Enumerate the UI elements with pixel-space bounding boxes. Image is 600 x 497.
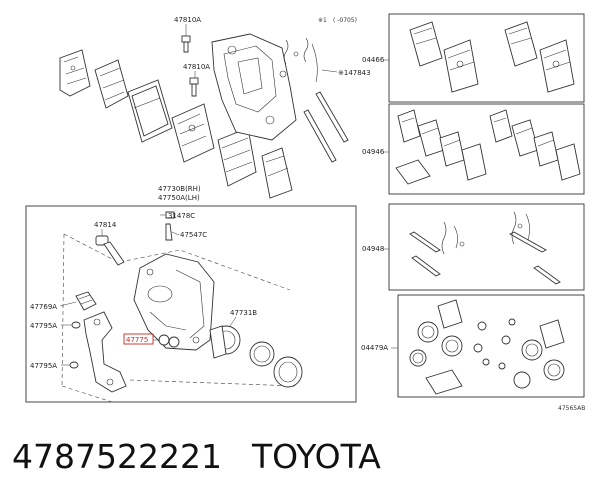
brake-pad-upper-left: [127, 79, 173, 143]
label-47775: 47775: [126, 336, 148, 344]
label-47810a-top: 47810A: [174, 16, 201, 24]
exploded-parts-diagram: ※1 ( -0705): [25, 13, 585, 412]
piston-47731b: [209, 325, 241, 359]
label-147843: ※147843: [338, 69, 371, 77]
caliper-assembly-frame: [25, 205, 357, 403]
label-kit-04946: 04946: [362, 148, 385, 156]
pin-boot-47769a: [75, 291, 97, 311]
label-47810a-mid: 47810A: [183, 63, 210, 71]
kit-frame-04946: [388, 103, 585, 195]
guide-pins-upper: [283, 37, 349, 163]
kit-frame-04948: [388, 203, 585, 291]
caliper-body: [133, 253, 215, 351]
label-31478c: 31478C: [168, 212, 195, 220]
piston-seal-ring: [249, 341, 275, 367]
label-kit-04948: 04948: [362, 245, 384, 253]
caliper-assembly: 31478C 47547C 47814 47769A 47795A 47795A…: [30, 211, 303, 403]
label-47547c: 47547C: [180, 231, 207, 239]
label-47795a-1: 47795A: [30, 322, 57, 330]
caliper-mounting-bracket: [83, 311, 127, 393]
kit-04466-pads: [409, 21, 575, 93]
kit-04946-shims: [395, 109, 581, 185]
part-caption: 4787522221 TOYOTA: [12, 432, 592, 480]
pad-shim-left: [59, 49, 91, 97]
diagram-code: 47565AB: [558, 405, 585, 412]
pad-shim-right: [217, 127, 293, 199]
label-47769a: 47769A: [30, 303, 57, 311]
header-note-range: ( -0705): [333, 17, 357, 24]
label-47730b: 47730B(RH): [158, 185, 201, 193]
kit-frame-04479a: [397, 294, 585, 398]
label-47814: 47814: [94, 221, 117, 229]
label-47795a-2: 47795A: [30, 362, 57, 370]
header-note-mark: ※1: [318, 17, 327, 24]
anti-squeal-shim-upper: [94, 59, 129, 109]
washer-47795a-1: [71, 321, 81, 329]
bleeder-screw-47547c: [165, 223, 173, 241]
caliper-mounting-upper: [211, 33, 297, 141]
label-47731b: 47731B: [230, 309, 257, 317]
brand-name: TOYOTA: [251, 436, 381, 476]
label-kit-04479a: 04479A: [361, 344, 388, 352]
highlight-box-47775: [123, 333, 154, 345]
kit-frame-04466: [388, 13, 585, 103]
bolt-47810a-top: [181, 35, 191, 53]
brake-pad-upper-right: [171, 103, 215, 163]
cylinder-boot: [273, 356, 303, 388]
slide-pin-47814: [95, 235, 125, 266]
upper-cluster: 47810A 47810A ※147843 47730B(RH) 47750A(…: [59, 16, 371, 202]
part-number: 4787522221: [12, 436, 222, 476]
bolt-47810a-mid: [189, 77, 199, 97]
kit-04479a-seals: [409, 299, 565, 395]
bleeder-cap-31478c: [165, 211, 175, 219]
header-note: ※1 ( -0705): [318, 17, 357, 24]
kit-04948-hardware: [409, 211, 561, 285]
label-kit-04466: 04466: [362, 56, 385, 64]
washer-47795a-2: [69, 361, 79, 369]
label-47750a: 47750A(LH): [158, 194, 200, 202]
bushing-47775: [158, 334, 180, 348]
